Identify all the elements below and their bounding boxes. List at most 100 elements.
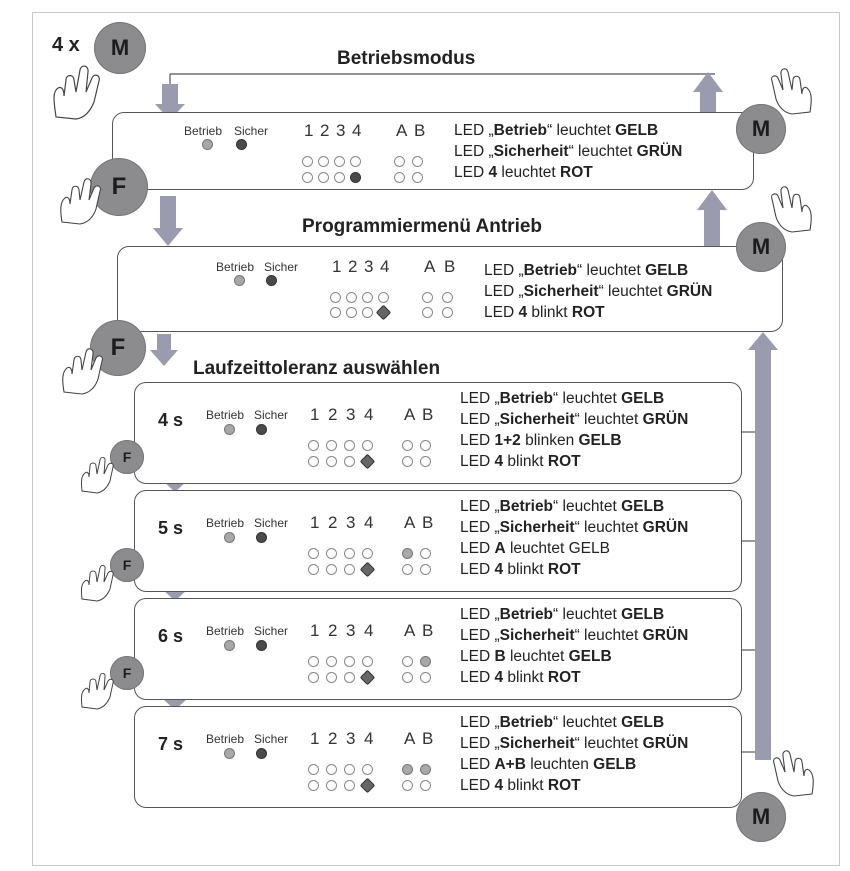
led-letter-label: A [404,513,416,532]
hand-icon [60,178,101,225]
description-segment: Betrieb [493,122,548,139]
led-number-label: 1 [310,621,320,640]
led-number-label: 3 [346,513,356,532]
led-indicator [362,440,373,451]
description-segment: blinkt [503,669,548,686]
f-button-label: F [122,557,132,573]
description-segment: GELB [621,390,665,407]
led-number-label: 4 [364,729,374,748]
led-indicator [402,764,413,775]
led-indicator [412,172,423,183]
led-number-label: 1 [310,513,320,532]
m-button-modus[interactable]: M [736,104,786,154]
led-indicator [308,564,319,575]
description-segment: “ leuchtet [577,262,646,279]
betrieb-label: Betrieb [206,516,245,530]
sicher-led [256,748,267,759]
description-line: LED „Sicherheit“ leuchtet GRÜN [460,409,688,430]
description-line: LED 4 blinkt ROT [460,451,688,472]
description-segment: LED „ [460,627,500,644]
description-segment: LED „ [460,714,500,731]
led-indicator [402,440,413,451]
m-button-top-left[interactable]: M [94,22,146,74]
description-segment: LED [460,453,495,470]
description-line: LED „Betrieb“ leuchtet GELB [460,712,688,733]
m-button-menue[interactable]: M [736,222,786,272]
time-label: 6 s [158,626,184,646]
f-button-label: F [111,173,127,200]
sicher-led [256,532,267,543]
description-line: LED „Betrieb“ leuchtet GELB [460,496,688,517]
description-segment: GELB [621,498,665,515]
f-button-5s[interactable]: F [110,548,144,582]
description-line: LED „Sicherheit“ leuchtet GRÜN [460,733,688,754]
led-indicator [344,440,355,451]
led-indicator [308,764,319,775]
description-segment: Betrieb [499,714,554,731]
description-segment: “ leuchtet [553,498,622,515]
m-button-bottom[interactable]: M [736,792,786,842]
led-indicator [326,672,337,683]
description-segment: “ leuchtet [553,390,622,407]
f-button-4s[interactable]: F [110,440,144,474]
description-segment: “ leuchtet [574,411,643,428]
description-segment: Sicherheit [499,519,575,536]
led-indicator [362,307,373,318]
led-letter-label: A [404,729,416,748]
description-line: LED A leuchtet GELB [460,538,688,559]
led-indicator [326,564,337,575]
description-segment: GRÜN [666,283,713,300]
description-segment: 4 [494,561,504,578]
led-indicator [402,456,413,467]
description-segment: LED [484,304,519,321]
step-triangle-2 [162,589,188,601]
led-indicator [326,440,337,451]
description-segment: 4 [494,669,504,686]
description-segment: blinken [520,432,579,449]
description-segment: blinkt [527,304,572,321]
description-segment: leuchtet [497,164,560,181]
led-indicator [308,548,319,559]
description-segment: 4 [494,453,504,470]
description-segment: GRÜN [636,143,683,160]
led-indicator [326,548,337,559]
description-segment: leuchtet GELB [505,540,610,557]
description-segment: GELB [568,648,612,665]
description-line: LED 4 leuchtet ROT [454,162,682,183]
panel-5s [134,490,742,592]
led-number-label: 4 [364,621,374,640]
description-line: LED 4 blinkt ROT [460,775,688,796]
led-number-label: 1 [304,121,314,140]
led-indicator [442,307,453,318]
f-button-6s[interactable]: F [110,656,144,690]
description-line: LED B leuchtet GELB [460,646,688,667]
sicher-led [256,640,267,651]
description-segment: GELB [615,122,659,139]
betrieb-led [224,424,235,435]
description-segment: leuchten [525,756,594,773]
sicher-label: Sicher [254,408,289,422]
panel-7s [134,706,742,808]
hand-icon [62,348,103,395]
description-segment: blinkt [503,453,548,470]
led-indicator [318,172,329,183]
description-line: LED 4 blinkt ROT [460,667,688,688]
description-segment: ROT [547,453,581,470]
led-number-label: 2 [328,513,338,532]
led-indicator [422,292,433,303]
led-indicator [330,307,341,318]
description-segment: “ leuchtet [574,735,643,752]
led-indicator [394,172,405,183]
led-number-label: 3 [336,121,346,140]
led-number-label: 1 [310,729,320,748]
led-indicator [422,307,433,318]
hand-icon [80,673,114,710]
description-segment: A [494,540,506,557]
led-indicator [402,780,413,791]
led-number-label: 4 [380,257,390,276]
